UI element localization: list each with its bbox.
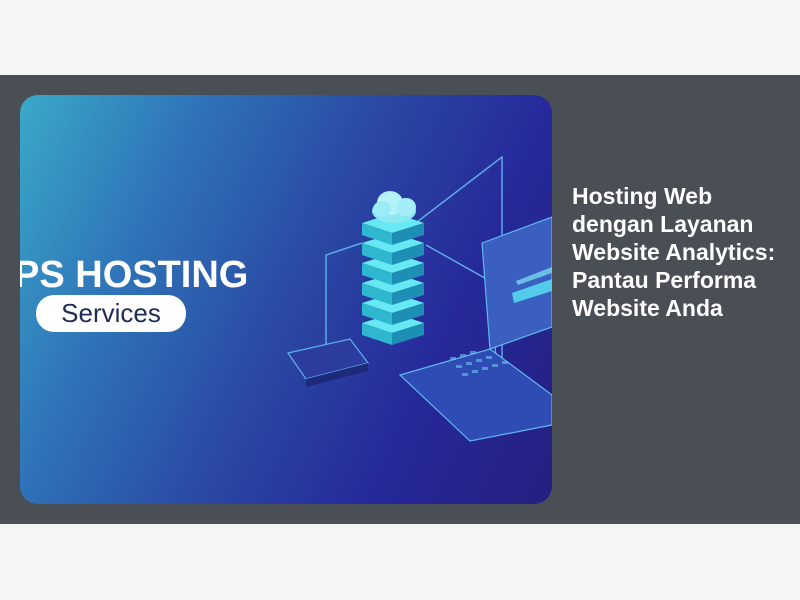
- featured-post-image[interactable]: PS HOSTING Services: [20, 95, 552, 504]
- services-badge: Services: [36, 295, 186, 332]
- vps-hosting-illustration: PS HOSTING Services: [20, 155, 552, 442]
- server-stack-graphic: [362, 213, 424, 345]
- banner-title: PS HOSTING: [20, 254, 248, 296]
- laptop-graphic: [398, 216, 552, 442]
- featured-post-band: PS HOSTING Services Hosting Web dengan L…: [0, 75, 800, 524]
- services-badge-label: Services: [61, 298, 161, 328]
- phone-graphic: [287, 338, 370, 387]
- post-title[interactable]: Hosting Web dengan Layanan Website Analy…: [572, 183, 776, 321]
- cloud-icon: [372, 191, 416, 223]
